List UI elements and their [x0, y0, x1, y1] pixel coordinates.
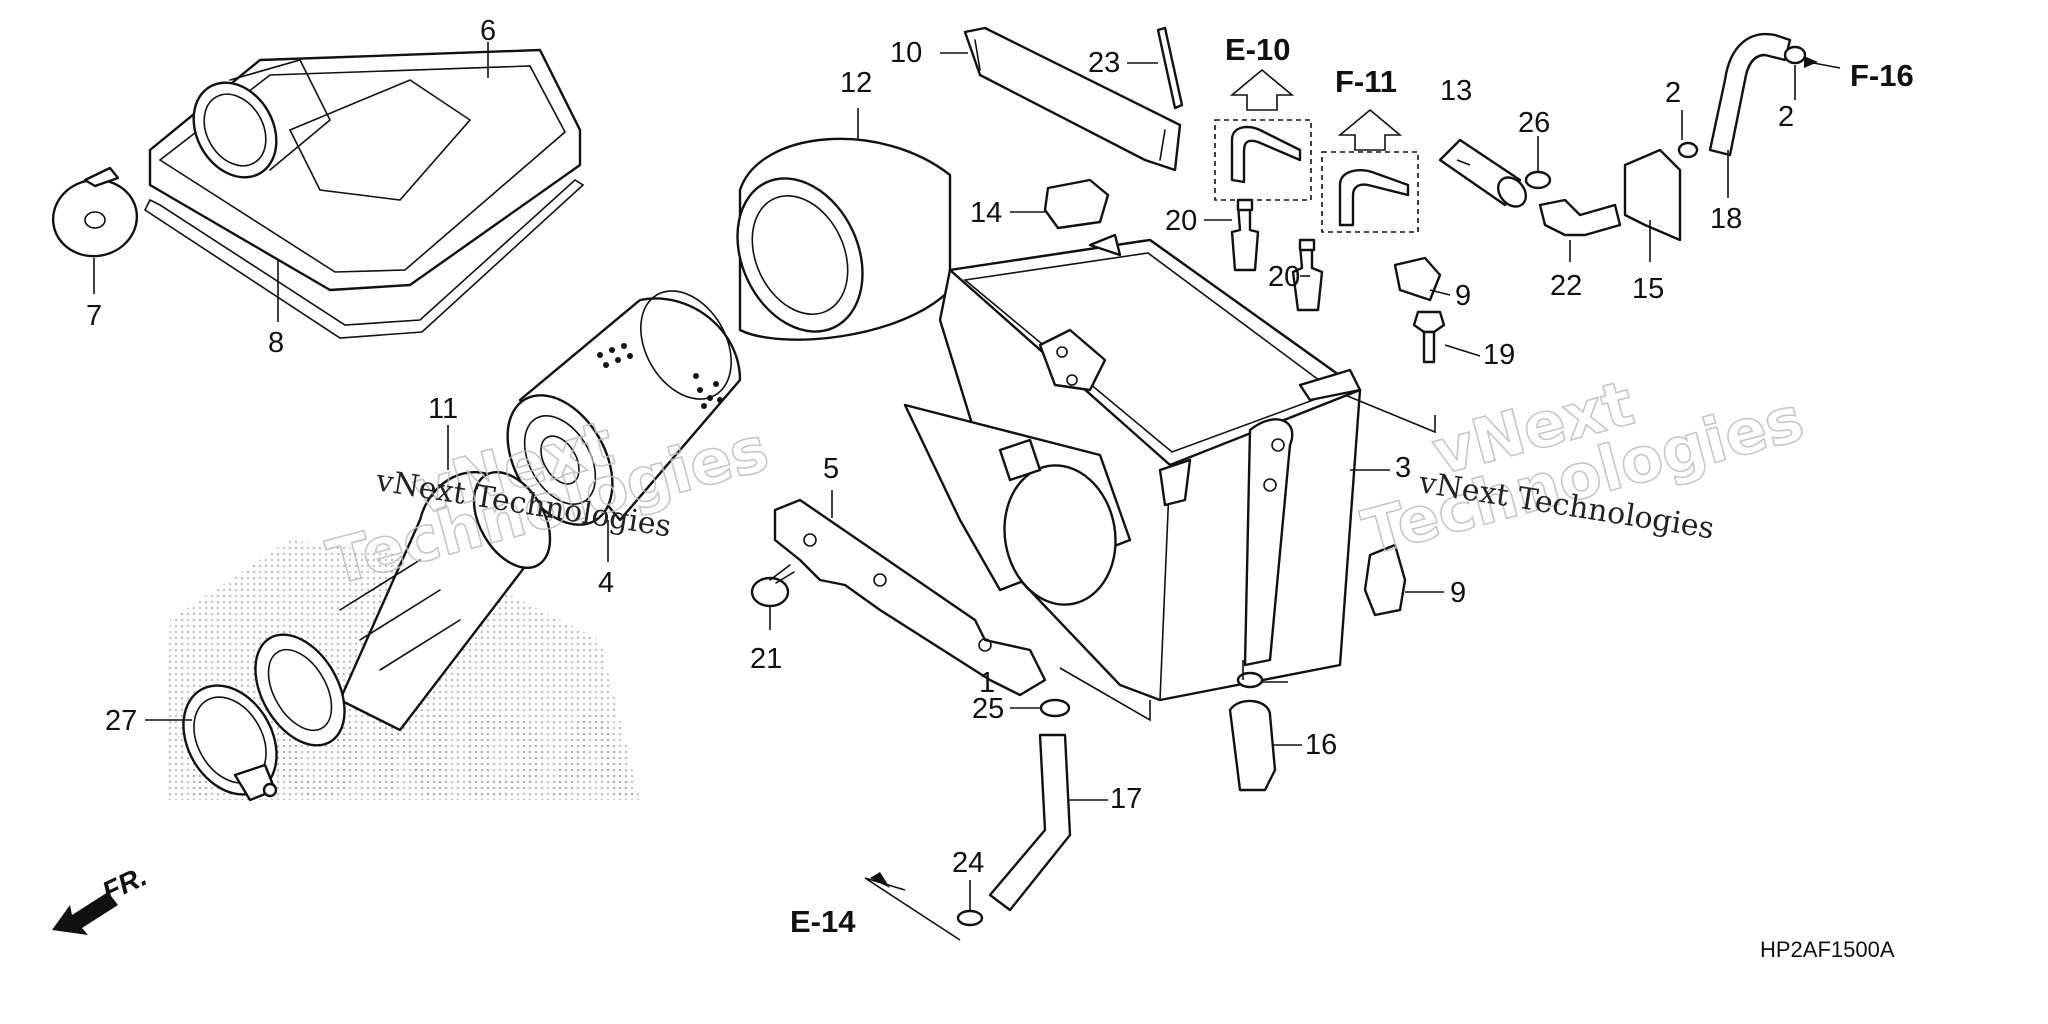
label-9-lower: 9 [1450, 577, 1466, 609]
arrow-down-left-icon [52, 892, 118, 935]
label-8: 8 [268, 327, 284, 359]
part-20-grommet-lower [1291, 238, 1324, 312]
label-12: 12 [840, 67, 872, 99]
label-26: 26 [1518, 107, 1550, 139]
part-14-pad [1043, 178, 1110, 230]
ref-e-10-box [1214, 68, 1312, 201]
label-7: 7 [86, 300, 102, 332]
label-20-lower: 20 [1268, 261, 1300, 293]
part-27-band [182, 684, 278, 802]
label-14: 14 [970, 197, 1002, 229]
part-labels: 1 2 2 3 4 5 6 7 8 9 9 10 11 12 13 14 15 … [86, 15, 1794, 879]
part-21-clip [750, 564, 795, 608]
part-5-plate [773, 498, 1047, 697]
label-20-upper: 20 [1165, 205, 1197, 237]
label-5: 5 [823, 453, 839, 485]
label-24: 24 [952, 847, 984, 879]
part-6-air-cleaner-cover [148, 48, 582, 292]
part-3-air-cleaner-case [903, 233, 1362, 702]
part-23-pin [1156, 26, 1184, 110]
label-22: 22 [1550, 270, 1582, 302]
part-15-bracket [1623, 148, 1682, 242]
part-20-grommet-upper [1230, 198, 1260, 272]
label-16: 16 [1305, 729, 1337, 761]
part-19-bolt [1412, 310, 1446, 364]
part-7-cap [51, 166, 139, 258]
label-3: 3 [1395, 452, 1411, 484]
part-13-tube [1438, 138, 1527, 208]
part-10-strap [963, 26, 1182, 172]
part-22-elbow [1538, 198, 1622, 237]
part-9-clip-lower [1363, 543, 1407, 617]
part-4-filter-cage [506, 290, 742, 526]
label-1: 1 [979, 667, 995, 699]
part-9-clip-upper [1393, 256, 1442, 302]
label-13: 13 [1440, 75, 1472, 107]
label-2-upper: 2 [1778, 101, 1794, 133]
label-27: 27 [105, 705, 137, 737]
label-9-upper: 9 [1455, 280, 1471, 312]
part-16-drain [1228, 699, 1277, 792]
label-11: 11 [428, 393, 458, 425]
ref-e-10: E-10 [1225, 32, 1290, 67]
part-24-clip [956, 909, 984, 927]
part-12-filter-element [736, 137, 952, 341]
part-11-connecting-tube [254, 470, 552, 747]
label-10: 10 [890, 37, 922, 69]
label-18: 18 [1710, 203, 1742, 235]
part-2-clip-upper [1783, 45, 1807, 65]
label-15: 15 [1632, 273, 1664, 305]
part-26-clip [1524, 170, 1552, 190]
label-17: 17 [1110, 783, 1142, 815]
label-21: 21 [750, 643, 782, 675]
label-19: 19 [1483, 339, 1515, 371]
part-2-clip-lower [1677, 141, 1699, 159]
label-2-lower: 2 [1665, 77, 1681, 109]
ref-f-16: F-16 [1850, 58, 1914, 93]
leader-lines [93, 42, 1841, 941]
part-18-hose [1708, 32, 1792, 157]
label-6: 6 [480, 15, 496, 47]
part-1-clip [1236, 671, 1264, 689]
front-direction-indicator: FR. [52, 860, 151, 935]
part-8-gasket [143, 179, 585, 339]
diagram-code: HP2AF1500A [1760, 937, 1895, 962]
part-25-clip [1039, 698, 1071, 718]
part-17-drain-tube [988, 733, 1072, 912]
reference-labels: E-10 F-11 F-16 E-14 [790, 32, 1914, 939]
label-25: 25 [972, 693, 1004, 725]
label-23: 23 [1088, 47, 1120, 79]
ref-e-14: E-14 [790, 904, 856, 939]
ref-f-11: F-11 [1335, 64, 1397, 99]
label-4: 4 [598, 567, 614, 599]
ref-f-11-box [1321, 108, 1419, 233]
